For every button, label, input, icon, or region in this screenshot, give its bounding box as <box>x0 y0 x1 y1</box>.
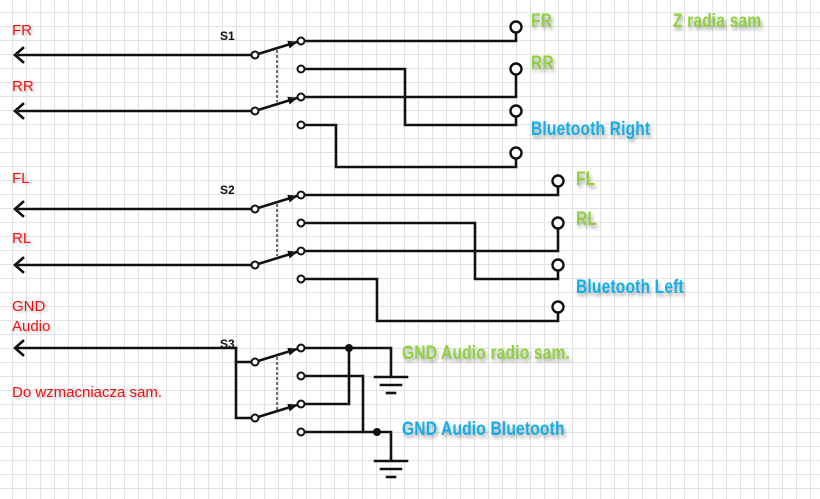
amplifier-note: Do wzmacniacza sam. <box>12 384 163 401</box>
terminal-bt-right-2 <box>509 146 523 160</box>
s2-contact-4 <box>296 274 306 284</box>
s3-lever-bottom <box>256 403 299 419</box>
terminal-bt-left-2 <box>551 300 565 314</box>
terminal-rr-out <box>509 62 523 76</box>
wire-s1-c3-to-rr <box>303 72 518 99</box>
arrow-rl-input <box>13 256 25 274</box>
terminal-fr-out <box>509 20 523 34</box>
input-label-fl: FL <box>12 170 30 187</box>
wire-s3-c3 <box>303 346 351 406</box>
switch-label-s2: S2 <box>220 183 235 197</box>
s2-contact-1 <box>296 190 306 200</box>
input-label-rl: RL <box>12 230 32 247</box>
s1-group <box>13 30 518 169</box>
input-label-rr: RR <box>12 78 34 95</box>
output-label-fr: FR <box>531 11 553 32</box>
arrow-fr-input <box>13 46 25 64</box>
s2-pivot-top <box>250 204 260 214</box>
wire-s3-common <box>234 346 253 420</box>
terminal-rl-out <box>551 216 565 230</box>
s1-pivot-top <box>250 50 260 60</box>
s3-pivot-top <box>250 357 260 367</box>
wire-s2-c2-to-bt <box>303 221 560 281</box>
wire-s1-c2-to-bt <box>303 67 518 127</box>
output-label-fl: FL <box>576 169 596 190</box>
wire-s1-c4-to-bt <box>303 123 518 169</box>
s3-contact-3 <box>296 399 306 409</box>
wire-s1-c1-to-fr <box>303 30 518 43</box>
junction-dot-gnd-bt <box>373 428 381 436</box>
input-label-audio: Audio <box>12 318 51 335</box>
output-label-bluetooth-left: Bluetooth Left <box>576 277 684 298</box>
s3-contact-1 <box>296 343 306 353</box>
s2-contact-2 <box>296 218 306 228</box>
s1-lever-top <box>256 40 299 56</box>
arrow-fl-input <box>13 200 25 218</box>
s1-contact-1 <box>296 36 306 46</box>
wire-s2-c3-to-rl <box>303 226 560 253</box>
switch-label-s3: S3 <box>220 337 235 351</box>
s1-lever-bottom <box>256 96 299 112</box>
output-label-rl: RL <box>576 209 598 230</box>
s3-contact-2 <box>296 371 306 381</box>
output-label-bluetooth-right: Bluetooth Right <box>531 119 651 140</box>
s1-contact-2 <box>296 64 306 74</box>
switch-label-s1: S1 <box>220 29 235 43</box>
wire-s2-c4-to-bt <box>303 277 560 323</box>
output-label-gnd-bluetooth: GND Audio Bluetooth <box>402 419 565 440</box>
wire-s2-c1-to-fl <box>303 184 560 197</box>
wire-s3-c2 <box>303 374 365 434</box>
arrow-gnd-input <box>13 339 25 357</box>
s2-group <box>13 184 560 323</box>
input-label-fr: FR <box>12 22 32 39</box>
arrow-rr-input <box>13 102 25 120</box>
output-label-rr: RR <box>531 53 554 74</box>
s1-contact-3 <box>296 92 306 102</box>
wire-s3-c1 <box>303 346 393 378</box>
terminal-fl-out <box>551 174 565 188</box>
s3-group <box>13 339 409 479</box>
title-radio-label: Z radia sam <box>673 11 762 32</box>
s1-pivot-bottom <box>250 106 260 116</box>
s2-lever-top <box>256 194 299 210</box>
s3-pivot-bottom <box>250 413 260 423</box>
s1-contact-4 <box>296 120 306 130</box>
s3-lever-top <box>256 347 299 363</box>
s2-contact-3 <box>296 246 306 256</box>
wire-s3-c4 <box>303 430 393 462</box>
s2-pivot-bottom <box>250 260 260 270</box>
terminal-bt-left-1 <box>551 258 565 272</box>
junction-dot-gnd-radio <box>345 344 353 352</box>
terminal-bt-right-1 <box>509 104 523 118</box>
input-label-gnd: GND <box>12 298 46 315</box>
s2-lever-bottom <box>256 250 299 266</box>
output-label-gnd-radio: GND Audio radio sam. <box>402 343 571 364</box>
s3-contact-4 <box>296 427 306 437</box>
